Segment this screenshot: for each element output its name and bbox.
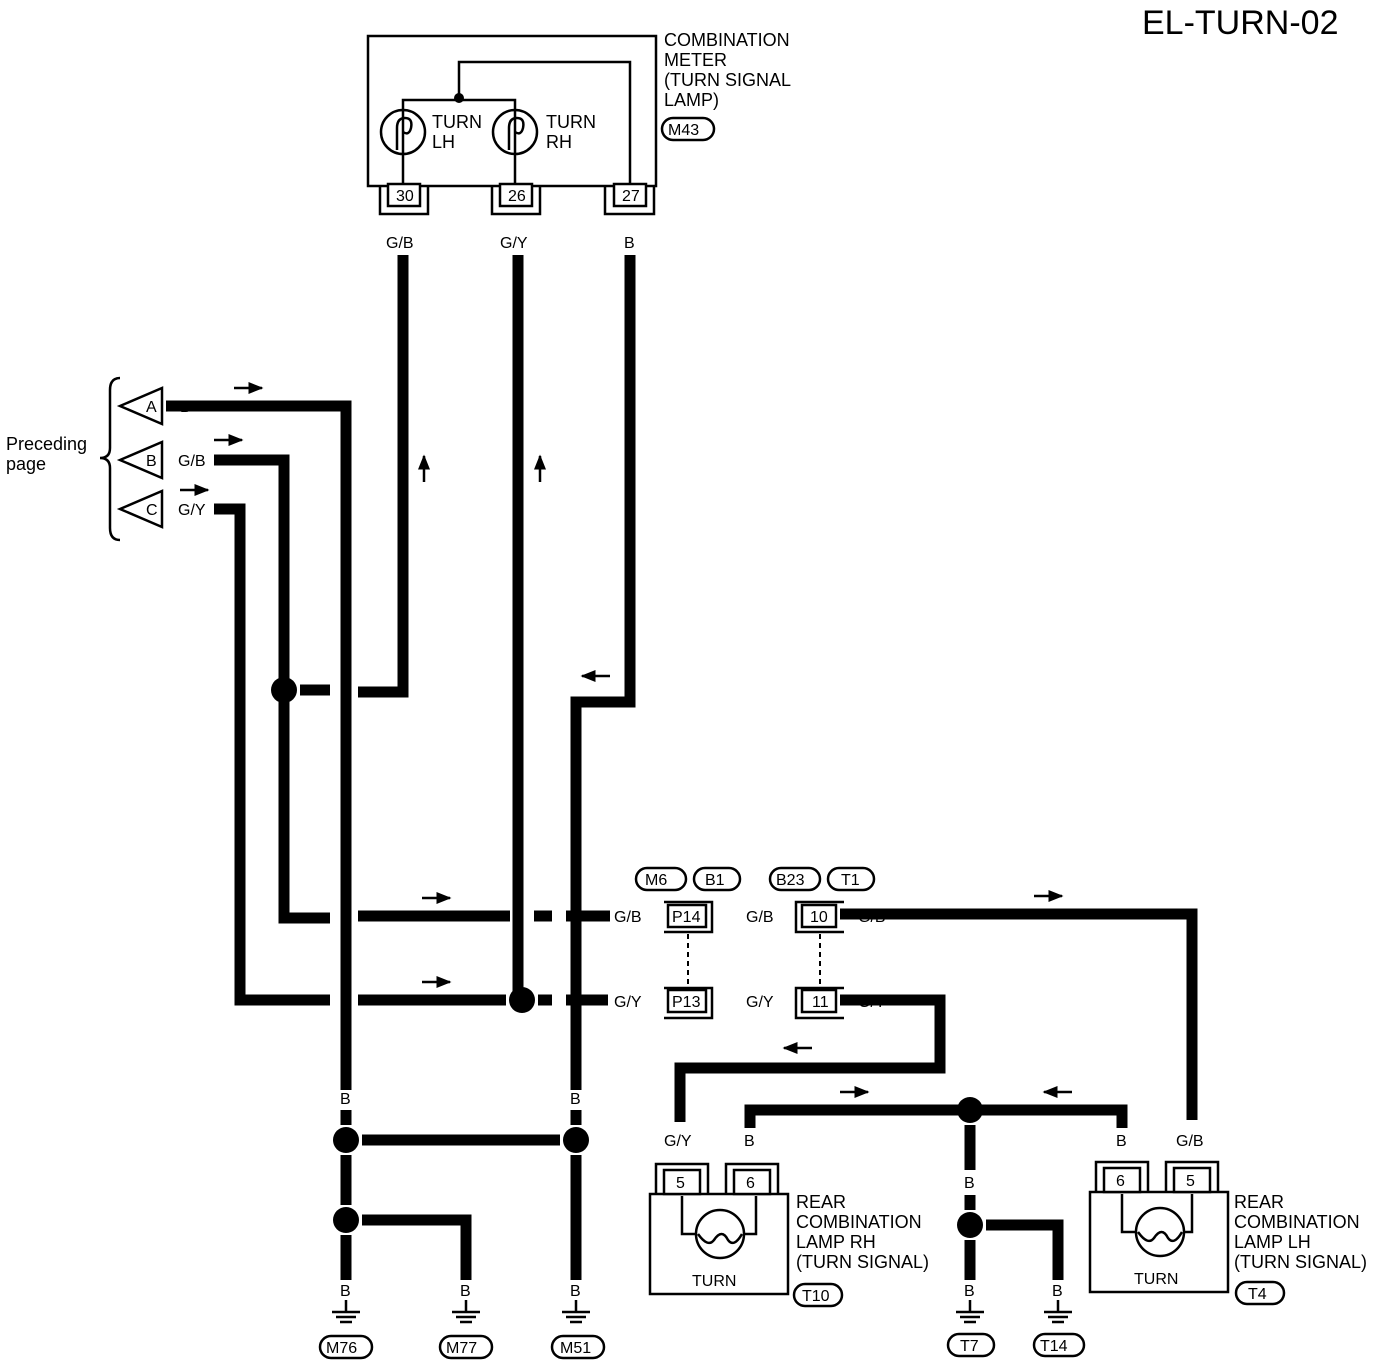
svg-text:B23: B23 xyxy=(776,872,805,889)
wire-label-gy-meter: G/Y xyxy=(500,235,528,252)
svg-text:B: B xyxy=(146,453,157,470)
svg-text:5: 5 xyxy=(1186,1173,1195,1190)
ref-a-arrow: A xyxy=(116,386,164,426)
meter-pin-26: 26 xyxy=(490,182,542,216)
wire-label-b-t7: B xyxy=(964,1283,975,1300)
meter-pin-30: 30 xyxy=(378,182,430,216)
svg-text:T4: T4 xyxy=(1248,1286,1267,1303)
ref-b-arrow: B xyxy=(116,440,164,480)
connector-b23-tag: B23 xyxy=(768,866,822,892)
ground-m76: M76 xyxy=(318,1300,374,1360)
wires xyxy=(166,255,1198,1280)
ground-t7: T7 xyxy=(946,1300,996,1358)
svg-text:27: 27 xyxy=(622,188,640,205)
svg-text:T1: T1 xyxy=(841,872,860,889)
svg-text:M76: M76 xyxy=(326,1340,357,1357)
wire-label-b-m51: B xyxy=(570,1283,581,1300)
svg-text:10: 10 xyxy=(810,909,828,926)
svg-text:11: 11 xyxy=(812,994,829,1011)
joint-connector-m6-b1: M6 B1 P14 P13 xyxy=(634,866,742,1020)
wire-label-gy-3: G/Y xyxy=(858,994,886,1011)
wire-label-gy-2: G/Y xyxy=(746,994,774,1011)
wire-label-b-left-1: B xyxy=(340,1091,351,1108)
connector-m43-tag: M43 xyxy=(660,116,716,142)
joint-connector-b23-t1: B23 T1 10 11 xyxy=(768,866,876,1020)
svg-text:M43: M43 xyxy=(668,122,699,139)
ground-m77: M77 xyxy=(438,1300,494,1360)
svg-text:G/B: G/B xyxy=(1176,1133,1204,1150)
wire-label-b-mid-1: B xyxy=(570,1091,581,1108)
svg-text:26: 26 xyxy=(508,188,526,205)
svg-text:6: 6 xyxy=(1116,1173,1125,1190)
wire-label-b-m76: B xyxy=(340,1283,351,1300)
svg-text:TURN: TURN xyxy=(1134,1271,1178,1288)
diagram-title: EL-TURN-02 xyxy=(1142,4,1338,42)
meter-pin-27: 27 xyxy=(603,182,656,216)
svg-text:P14: P14 xyxy=(672,909,701,926)
turn-rh-lamp-icon xyxy=(491,108,539,156)
connector-t10-tag: T10 xyxy=(792,1282,844,1308)
svg-text:5: 5 xyxy=(676,1175,685,1192)
svg-text:G/Y: G/Y xyxy=(664,1133,692,1150)
connector-t1-tag: T1 xyxy=(826,866,876,892)
svg-text:T10: T10 xyxy=(802,1288,830,1305)
ref-c-wire-label: G/Y xyxy=(178,502,206,519)
svg-text:A: A xyxy=(146,399,157,416)
turn-lh-rear-bulb-icon xyxy=(1134,1206,1186,1258)
wire-label-gy-1: G/Y xyxy=(614,994,642,1011)
splice-points xyxy=(271,677,983,1238)
wire-label-b-m77: B xyxy=(460,1283,471,1300)
wire-label-b-t14: B xyxy=(1052,1283,1063,1300)
svg-text:30: 30 xyxy=(396,188,414,205)
ground-t14: T14 xyxy=(1032,1300,1086,1358)
ref-c-arrow: C xyxy=(116,489,164,529)
ground-m51: M51 xyxy=(550,1300,606,1360)
wire-label-gb-meter: G/B xyxy=(386,235,414,252)
svg-text:C: C xyxy=(146,502,158,519)
wire-label-gb-3: G/B xyxy=(858,909,886,926)
svg-text:M51: M51 xyxy=(560,1340,591,1357)
connector-m6-tag: M6 xyxy=(634,866,688,892)
current-flow-arrows xyxy=(180,382,1072,1098)
svg-text:B: B xyxy=(744,1133,755,1150)
connector-t4-tag: T4 xyxy=(1234,1280,1286,1306)
wire-label-b-meter: B xyxy=(624,235,635,252)
svg-text:M77: M77 xyxy=(446,1340,477,1357)
svg-text:TURN: TURN xyxy=(692,1273,736,1290)
turn-lh-lamp-icon xyxy=(379,108,427,156)
svg-text:T14: T14 xyxy=(1040,1338,1068,1355)
connector-b1-tag: B1 xyxy=(692,866,742,892)
ref-b-wire-label: G/B xyxy=(178,453,206,470)
wire-label-b-t7-mid: B xyxy=(964,1175,975,1192)
svg-text:B: B xyxy=(1116,1133,1127,1150)
wire-label-gb-1: G/B xyxy=(614,909,642,926)
wire-label-gb-2: G/B xyxy=(746,909,774,926)
svg-text:M6: M6 xyxy=(645,872,667,889)
svg-text:6: 6 xyxy=(746,1175,755,1192)
svg-text:P13: P13 xyxy=(672,994,701,1011)
turn-rh-rear-bulb-icon xyxy=(694,1208,746,1260)
svg-text:T7: T7 xyxy=(960,1338,979,1355)
svg-text:B1: B1 xyxy=(705,872,725,889)
